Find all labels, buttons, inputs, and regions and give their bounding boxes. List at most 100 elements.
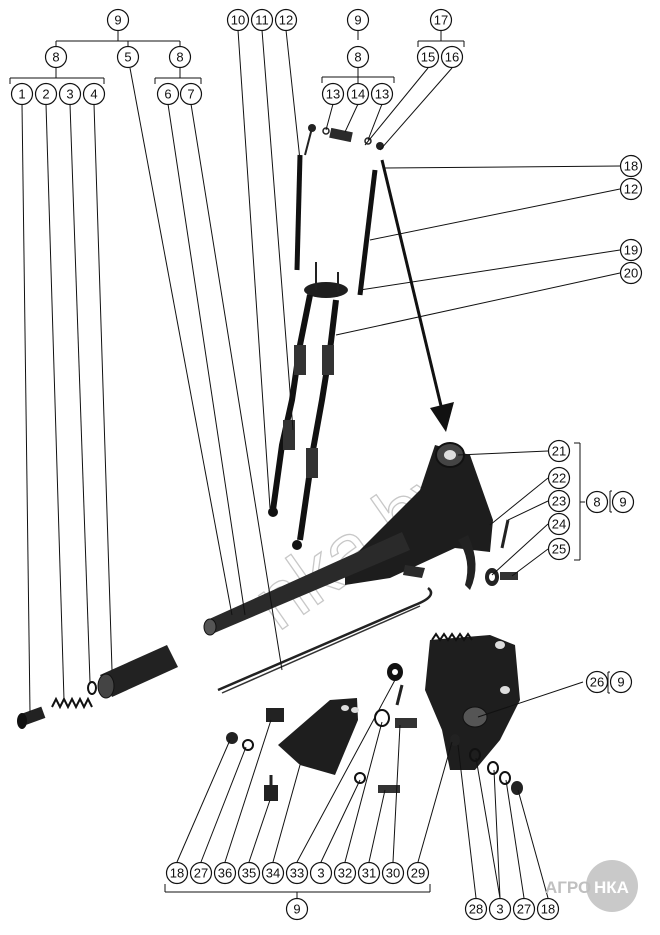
callout-10: 10 — [226, 8, 250, 32]
callout-number: 13 — [326, 87, 340, 102]
callout-circle — [406, 861, 430, 885]
callout-29: 29 — [406, 861, 430, 885]
callout-number: 2 — [42, 87, 49, 102]
callout-8: 8 — [168, 45, 192, 69]
part-sector-plate-26 — [425, 632, 520, 770]
callout-36: 36 — [213, 861, 237, 885]
callout-circle — [370, 82, 394, 106]
agronka-logo: АГРО НКА — [545, 860, 638, 912]
callout-number: 8 — [52, 50, 59, 65]
callout-number: 23 — [552, 494, 566, 509]
callout-circle — [285, 861, 309, 885]
callout-number: 6 — [164, 87, 171, 102]
callout-6: 6 — [156, 82, 180, 106]
callout-circle — [547, 439, 571, 463]
part-cable-bracket-19 — [304, 262, 348, 298]
callout-number: 8 — [176, 50, 183, 65]
callout-12: 12 — [619, 177, 643, 201]
part-washers-right — [450, 734, 523, 795]
callout-9: 9 — [285, 897, 309, 921]
callout-33: 33 — [285, 861, 309, 885]
callout-24: 24 — [547, 512, 571, 536]
callout-number: 21 — [552, 444, 566, 459]
callout-9: 9 — [609, 670, 633, 694]
callout-circle — [547, 512, 571, 536]
part-pin-1 — [17, 706, 46, 729]
callout-18: 18 — [619, 154, 643, 178]
callout-number: 11 — [255, 13, 269, 28]
callout-27: 27 — [189, 861, 213, 885]
callout-circle — [285, 897, 309, 921]
callout-circle — [357, 861, 381, 885]
callout-22: 22 — [547, 466, 571, 490]
callout-number: 35 — [242, 866, 256, 881]
part-rod-7 — [221, 605, 421, 694]
part-cable-10 — [268, 294, 313, 517]
callout-circle — [619, 238, 643, 262]
callout-circle — [165, 861, 189, 885]
callout-number: 33 — [290, 866, 304, 881]
callout-circle — [44, 45, 68, 69]
callout-31: 31 — [357, 861, 381, 885]
callout-number: 12 — [279, 13, 293, 28]
parts-drawing — [17, 124, 523, 801]
callout-circle — [619, 177, 643, 201]
callout-circle — [333, 861, 357, 885]
callout-25: 25 — [547, 537, 571, 561]
part-washer-24 — [485, 568, 499, 586]
part-rod-6 — [217, 587, 433, 692]
logo-text-right: НКА — [594, 878, 629, 897]
part-cable-11 — [292, 299, 339, 550]
callout-8: 8 — [346, 45, 370, 69]
callout-number: 1 — [18, 87, 25, 102]
callout-circle — [416, 45, 440, 69]
callout-circle — [619, 261, 643, 285]
callout-circle — [116, 45, 140, 69]
callout-12: 12 — [274, 8, 298, 32]
callout-number: 18 — [541, 902, 555, 917]
callout-4: 4 — [82, 82, 106, 106]
callout-14: 14 — [346, 82, 370, 106]
callout-number: 14 — [351, 87, 365, 102]
callout-1: 1 — [10, 82, 34, 106]
callout-19: 19 — [619, 238, 643, 262]
callout-18: 18 — [165, 861, 189, 885]
part-tube-5 — [203, 532, 410, 636]
callout-circle — [440, 45, 464, 69]
callout-number: 3 — [496, 902, 503, 917]
callout-number: 9 — [619, 495, 626, 510]
part-nut-36 — [266, 708, 284, 722]
callout-11: 11 — [250, 8, 274, 32]
callout-number: 31 — [362, 866, 376, 881]
part-ring-3 — [87, 681, 97, 695]
callout-27: 27 — [512, 897, 536, 921]
callout-number: 8 — [354, 50, 361, 65]
callout-26: 26 — [585, 670, 609, 694]
callout-28: 28 — [464, 897, 488, 921]
part-grease-35 — [264, 775, 278, 801]
callout-circle — [274, 8, 298, 32]
callout-circle — [309, 861, 333, 885]
callout-number: 13 — [375, 87, 389, 102]
callout-number: 20 — [624, 266, 638, 281]
callout-8: 8 — [44, 45, 68, 69]
part-washers-left — [226, 732, 254, 751]
callout-number: 3 — [66, 87, 73, 102]
callout-circle — [346, 45, 370, 69]
callout-number: 18 — [624, 159, 638, 174]
part-sleeve-4 — [97, 645, 178, 699]
callout-circle — [261, 861, 285, 885]
part-washer-3-mid — [354, 772, 366, 784]
callout-number: 34 — [266, 866, 280, 881]
callout-circle — [381, 861, 405, 885]
callout-number: 19 — [624, 243, 638, 258]
callout-number: 32 — [338, 866, 352, 881]
callout-number: 27 — [517, 902, 531, 917]
callout-23: 23 — [547, 489, 571, 513]
callout-30: 30 — [381, 861, 405, 885]
callout-circle — [250, 8, 274, 32]
callout-circle — [156, 82, 180, 106]
